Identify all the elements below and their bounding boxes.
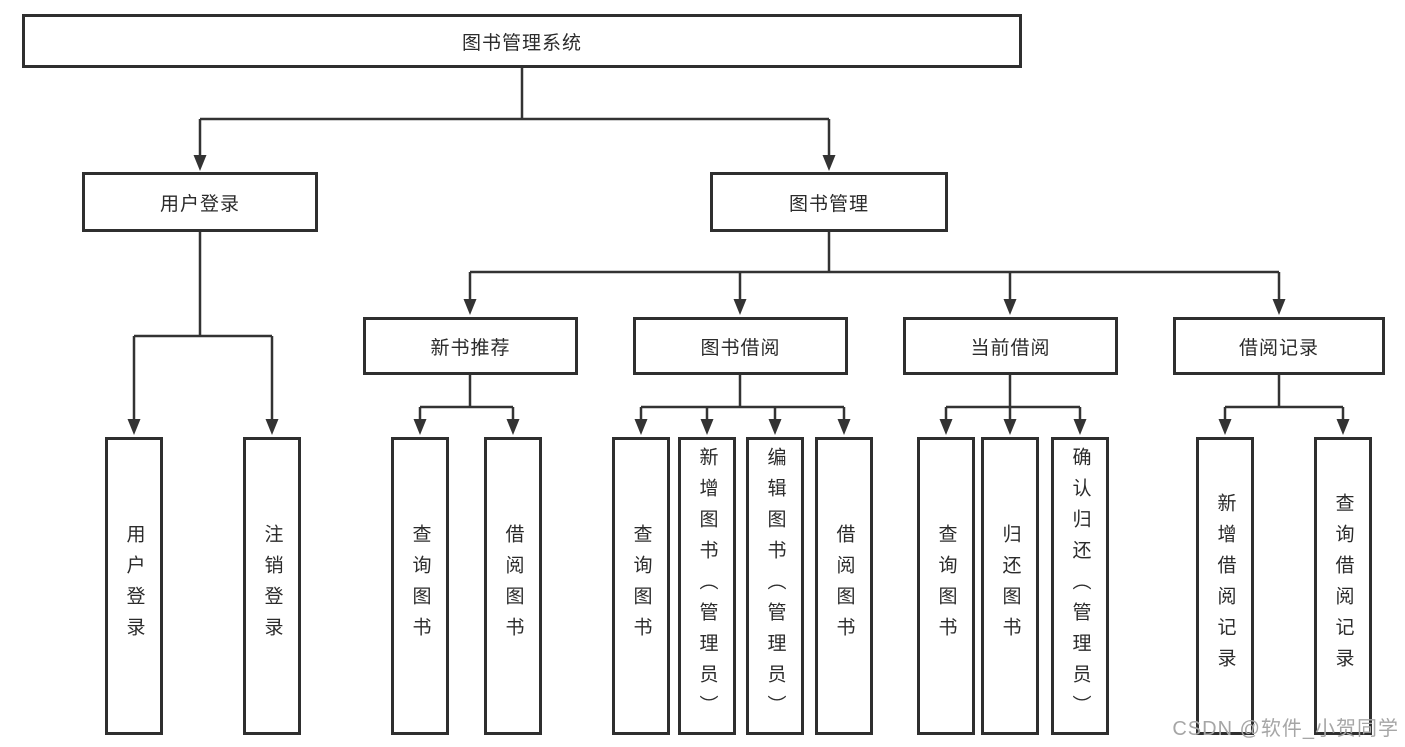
edge-book-borrow-children [639, 375, 846, 419]
arrowhead-borrow-query-book [634, 419, 648, 435]
leaf-record-query-borrow-record-label: 查询借阅记录 [1332, 493, 1354, 679]
leaf-borrow-query-book: 查询图书 [612, 437, 670, 735]
edge-borrow-record-children [1223, 375, 1345, 419]
node-borrow-record: 借阅记录 [1173, 317, 1385, 375]
leaf-borrow-add-book-admin: 新增图书（管理员） [678, 437, 736, 735]
arrowhead-borrow-add-book [700, 419, 714, 435]
leaf-recommend-borrow-book: 借阅图书 [484, 437, 542, 735]
leaf-current-return-book: 归还图书 [981, 437, 1039, 735]
leaf-user-login: 用户登录 [105, 437, 163, 735]
leaf-record-query-borrow-record: 查询借阅记录 [1314, 437, 1372, 735]
leaf-logout: 注销登录 [243, 437, 301, 735]
edge-current-borrow-children [944, 375, 1082, 419]
leaf-current-confirm-return-admin-label: 确认归还（管理员） [1069, 446, 1091, 726]
leaf-current-return-book-label: 归还图书 [999, 524, 1021, 648]
edge-user-login-children [132, 232, 274, 419]
leaf-logout-label: 注销登录 [261, 524, 283, 648]
arrowhead-record-add-record [1218, 419, 1232, 435]
arrowhead-book-management [822, 155, 836, 171]
leaf-borrow-add-book-admin-label: 新增图书（管理员） [696, 446, 718, 726]
arrowhead-current-confirm-return [1073, 419, 1087, 435]
arrowhead-borrow-record [1272, 299, 1286, 315]
arrowhead-recommend-query-book [413, 419, 427, 435]
leaf-borrow-borrow-book: 借阅图书 [815, 437, 873, 735]
edge-new-book-recommend-children [418, 375, 515, 419]
leaf-record-add-borrow-record: 新增借阅记录 [1196, 437, 1254, 735]
leaf-borrow-edit-book-admin-label: 编辑图书（管理员） [764, 446, 786, 726]
arrowhead-borrow-borrow-book [837, 419, 851, 435]
arrowhead-borrow-edit-book [768, 419, 782, 435]
arrowhead-user-login [193, 155, 207, 171]
node-book-borrow: 图书借阅 [633, 317, 848, 375]
node-borrow-record-label: 借阅记录 [1238, 337, 1319, 359]
leaf-borrow-borrow-book-label: 借阅图书 [833, 524, 855, 648]
edge-root-to-level2 [198, 68, 831, 155]
leaf-borrow-query-book-label: 查询图书 [630, 524, 652, 648]
node-root: 图书管理系统 [22, 14, 1022, 68]
arrowhead-current-query-book [939, 419, 953, 435]
leaf-record-add-borrow-record-label: 新增借阅记录 [1214, 493, 1236, 679]
node-book-borrow-label: 图书借阅 [700, 337, 781, 359]
node-new-book-recommend: 新书推荐 [363, 317, 578, 375]
leaf-recommend-query-book: 查询图书 [391, 437, 449, 735]
leaf-borrow-edit-book-admin: 编辑图书（管理员） [746, 437, 804, 735]
arrowhead-new-book-recommend [463, 299, 477, 315]
arrowhead-leaf-logout [265, 419, 279, 435]
arrowhead-current-return-book [1003, 419, 1017, 435]
node-user-login-label: 用户登录 [159, 193, 240, 215]
leaf-current-query-book-label: 查询图书 [935, 524, 957, 648]
node-new-book-recommend-label: 新书推荐 [430, 337, 511, 359]
leaf-recommend-borrow-book-label: 借阅图书 [502, 524, 524, 648]
arrowhead-book-borrow [733, 299, 747, 315]
leaf-user-login-label: 用户登录 [123, 524, 145, 648]
leaf-current-query-book: 查询图书 [917, 437, 975, 735]
leaf-current-confirm-return-admin: 确认归还（管理员） [1051, 437, 1109, 735]
arrowhead-leaf-user-login [127, 419, 141, 435]
node-book-management: 图书管理 [710, 172, 948, 232]
node-root-label: 图书管理系统 [461, 32, 582, 54]
edge-book-management-children [468, 232, 1281, 299]
arrowhead-recommend-borrow-book [506, 419, 520, 435]
leaf-recommend-query-book-label: 查询图书 [409, 524, 431, 648]
node-current-borrow: 当前借阅 [903, 317, 1118, 375]
node-book-management-label: 图书管理 [788, 193, 869, 215]
node-user-login: 用户登录 [82, 172, 318, 232]
arrowhead-current-borrow [1003, 299, 1017, 315]
arrowhead-record-query-record [1336, 419, 1350, 435]
node-current-borrow-label: 当前借阅 [970, 337, 1051, 359]
